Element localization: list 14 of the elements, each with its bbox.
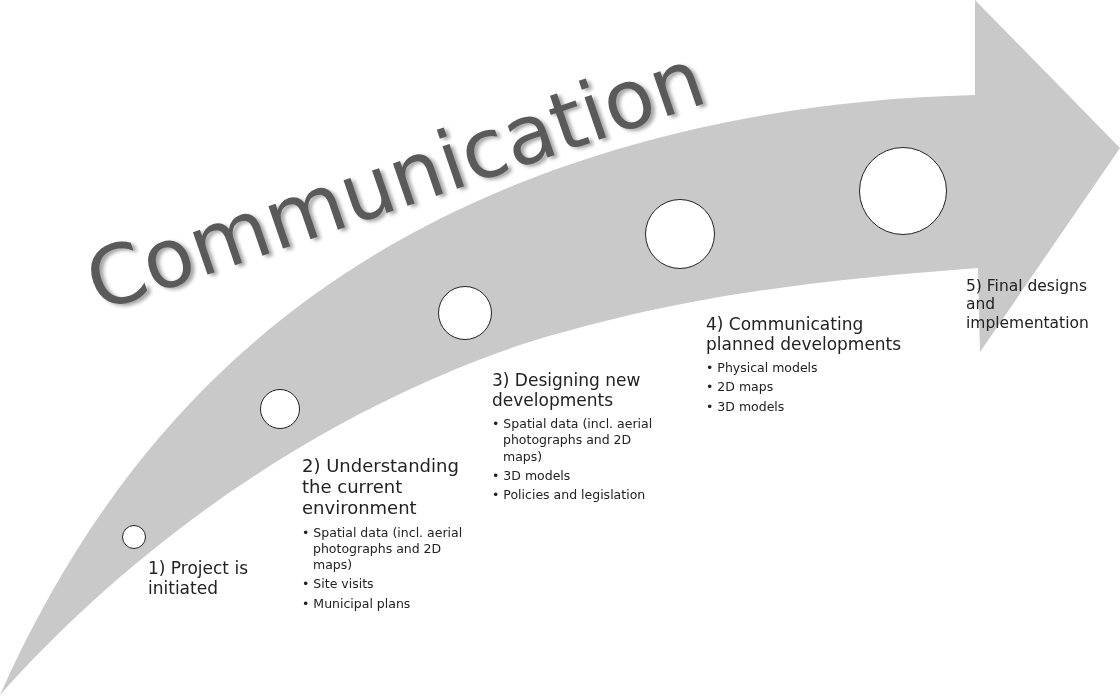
- bullet-item: • Policies and legislation: [492, 487, 647, 504]
- step-heading: 3) Designing new developments: [492, 370, 642, 411]
- step-heading: 4) Communicating planned developments: [706, 314, 903, 355]
- bullet-item: • 3D models: [492, 467, 572, 485]
- step-heading: 2) Understanding the current environment: [302, 455, 460, 519]
- step-heading: 5) Final designs and implementation: [966, 277, 1090, 332]
- bullet-item: • Spatial data (incl. aerial photographs and 2D maps): [302, 524, 464, 574]
- bullet-item: • 3D models: [706, 398, 786, 415]
- bullet-item: • 2D maps: [706, 379, 775, 396]
- step-heading: 1) Project is initiated: [148, 558, 249, 599]
- bullet-item: • Spatial data (incl. aerial photographs and 2D maps): [492, 416, 654, 465]
- bullet-item: • Physical models: [706, 360, 819, 377]
- bullet-item: • Site visits: [302, 576, 375, 593]
- bullet-item: • Municipal plans: [302, 595, 412, 612]
